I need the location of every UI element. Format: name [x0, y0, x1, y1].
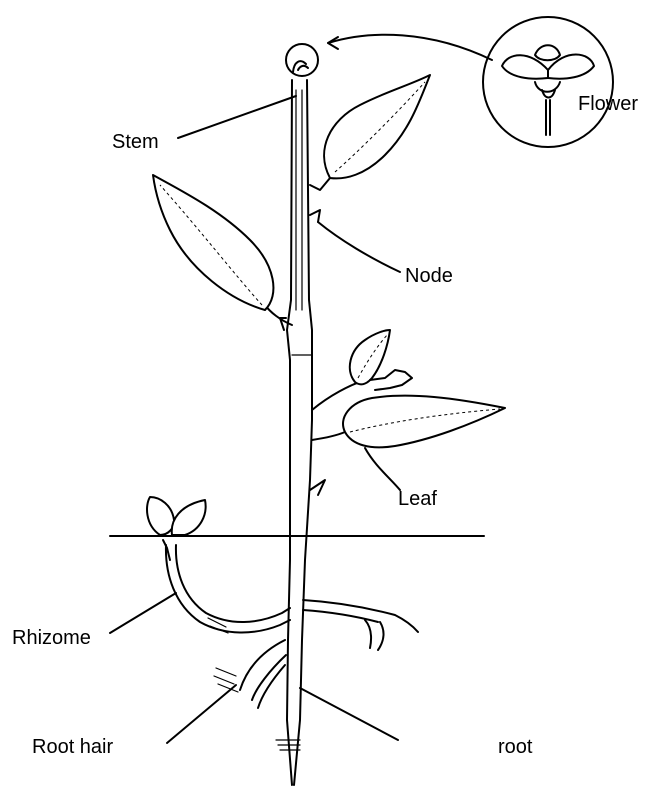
leaf-upper-left — [153, 175, 292, 325]
flower-bud — [286, 44, 318, 76]
leader-rhizome — [110, 593, 176, 633]
leader-flower — [328, 35, 492, 60]
node-mark-lower — [310, 480, 325, 495]
label-rhizome: Rhizome — [12, 627, 91, 649]
flower-inset — [483, 17, 613, 147]
leader-flower-arrowhead — [328, 37, 338, 49]
leader-root — [300, 688, 398, 740]
label-root-hair: Root hair — [32, 736, 113, 758]
lateral-roots — [303, 600, 418, 650]
leaf-upper-right — [310, 75, 430, 190]
label-root: root — [498, 736, 533, 758]
rhizome — [166, 545, 290, 633]
label-leaf: Leaf — [398, 488, 437, 510]
label-stem: Stem — [112, 131, 159, 153]
main-stem — [287, 80, 312, 785]
node-mark-upper — [310, 210, 320, 222]
leader-stem — [178, 96, 296, 138]
label-flower: Flower — [578, 93, 638, 115]
leader-root-hair — [167, 685, 236, 743]
leader-leaf — [365, 448, 400, 490]
leaf-middle-large — [312, 396, 505, 448]
leader-node — [318, 222, 400, 272]
label-node: Node — [405, 265, 453, 287]
